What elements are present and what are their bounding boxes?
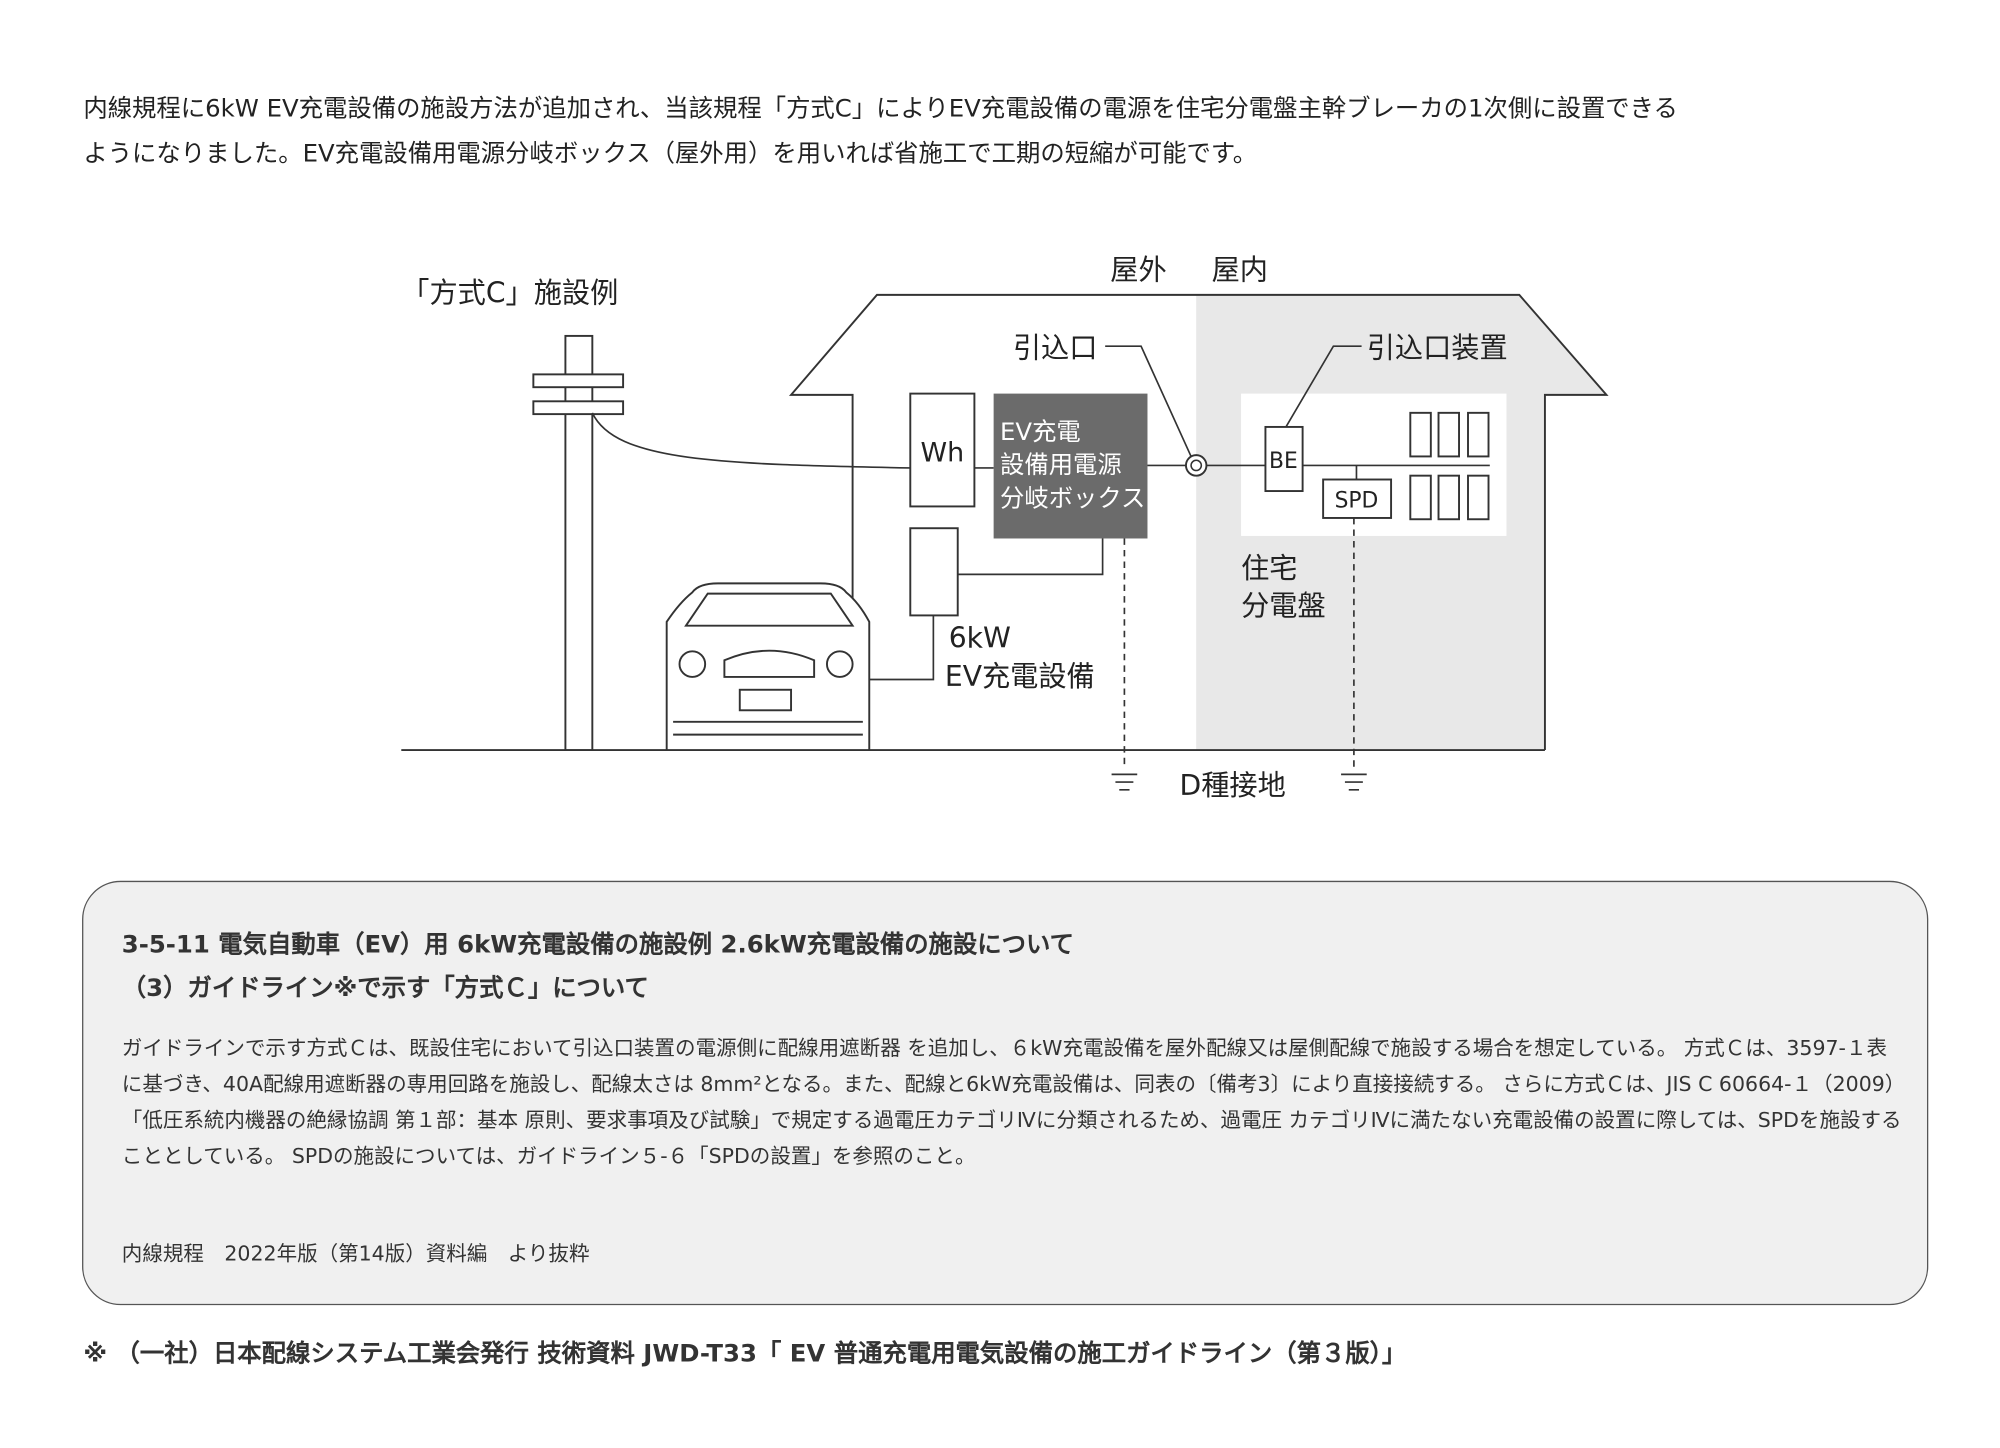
spd-box <box>1322 478 1393 519</box>
be-label: BE <box>1269 449 1298 474</box>
branch-box-label-2: 設備用電源 <box>1000 450 1122 479</box>
utility-pole-icon <box>532 334 625 751</box>
spd-label: SPD <box>1335 489 1379 514</box>
label-outdoor: 屋外 <box>1110 253 1166 286</box>
excerpt-heading-2: （3）ガイドライン※で示す「方式Ｃ」について <box>121 974 649 1003</box>
intro-line-1: 内線規程に6kW EV充電設備の施設方法が追加され、当該規程「方式C」によりEV… <box>83 94 1678 124</box>
diagram-title: 「方式C」施設例 <box>401 277 618 310</box>
house-outline <box>788 293 1609 751</box>
excerpt-body: ガイドラインで示す方式Ｃは、既設住宅において引込口装置の電源側に配線用遮断器 を… <box>121 1035 1902 1168</box>
footnote: ※ （一社）日本配線システム工業会発行 技術資料 JWD-T33「 EV 普通充… <box>83 1339 1407 1369</box>
charger-label-1: 6kW <box>949 621 1011 654</box>
service-entrance-icon <box>1184 454 1208 477</box>
service-wire <box>591 412 911 469</box>
breakers-icon <box>1409 411 1490 521</box>
label-indoor: 屋内 <box>1212 253 1268 286</box>
meter-label: Wh <box>921 438 965 469</box>
ground-icon <box>1111 773 1367 791</box>
label-grounding: D種接地 <box>1180 769 1286 802</box>
intro-line-2: ようになりました。EV充電設備用電源分岐ボックス（屋外用）を用いれば省施工で工期… <box>83 139 1258 168</box>
charger-box <box>909 527 959 617</box>
be-box <box>1264 425 1304 493</box>
excerpt-heading-1: 3-5-11 電気自動車（EV）用 6kW充電設備の施設例 2.6kW充電設備の… <box>121 930 1074 960</box>
label-service-entrance-device: 引込口装置 <box>1367 332 1508 365</box>
branch-box <box>993 393 1148 539</box>
branch-box-label-3: 分岐ボックス <box>1000 483 1145 512</box>
excerpt-source: 内線規程 2022年版（第14版）資料編 より抜粋 <box>121 1241 590 1266</box>
wiring-diagram: 「方式C」施設例 屋外 屋内 Wh EV充電 設備用電源 分岐ボックス 引込口 <box>401 253 1609 802</box>
meter-box <box>909 392 976 508</box>
intro-text: 内線規程に6kW EV充電設備の施設方法が追加され、当該規程「方式C」によりEV… <box>83 87 1929 177</box>
label-service-entrance: 引込口 <box>1013 332 1098 365</box>
charger-label-2: EV充電設備 <box>945 660 1095 693</box>
branch-box-label-1: EV充電 <box>1000 417 1081 446</box>
car-icon <box>665 582 871 751</box>
panel-label-1: 住宅 <box>1241 552 1297 585</box>
panel-label-2: 分電盤 <box>1241 589 1326 622</box>
excerpt-box: 3-5-11 電気自動車（EV）用 6kW充電設備の施設例 2.6kW充電設備の… <box>82 880 1929 1306</box>
